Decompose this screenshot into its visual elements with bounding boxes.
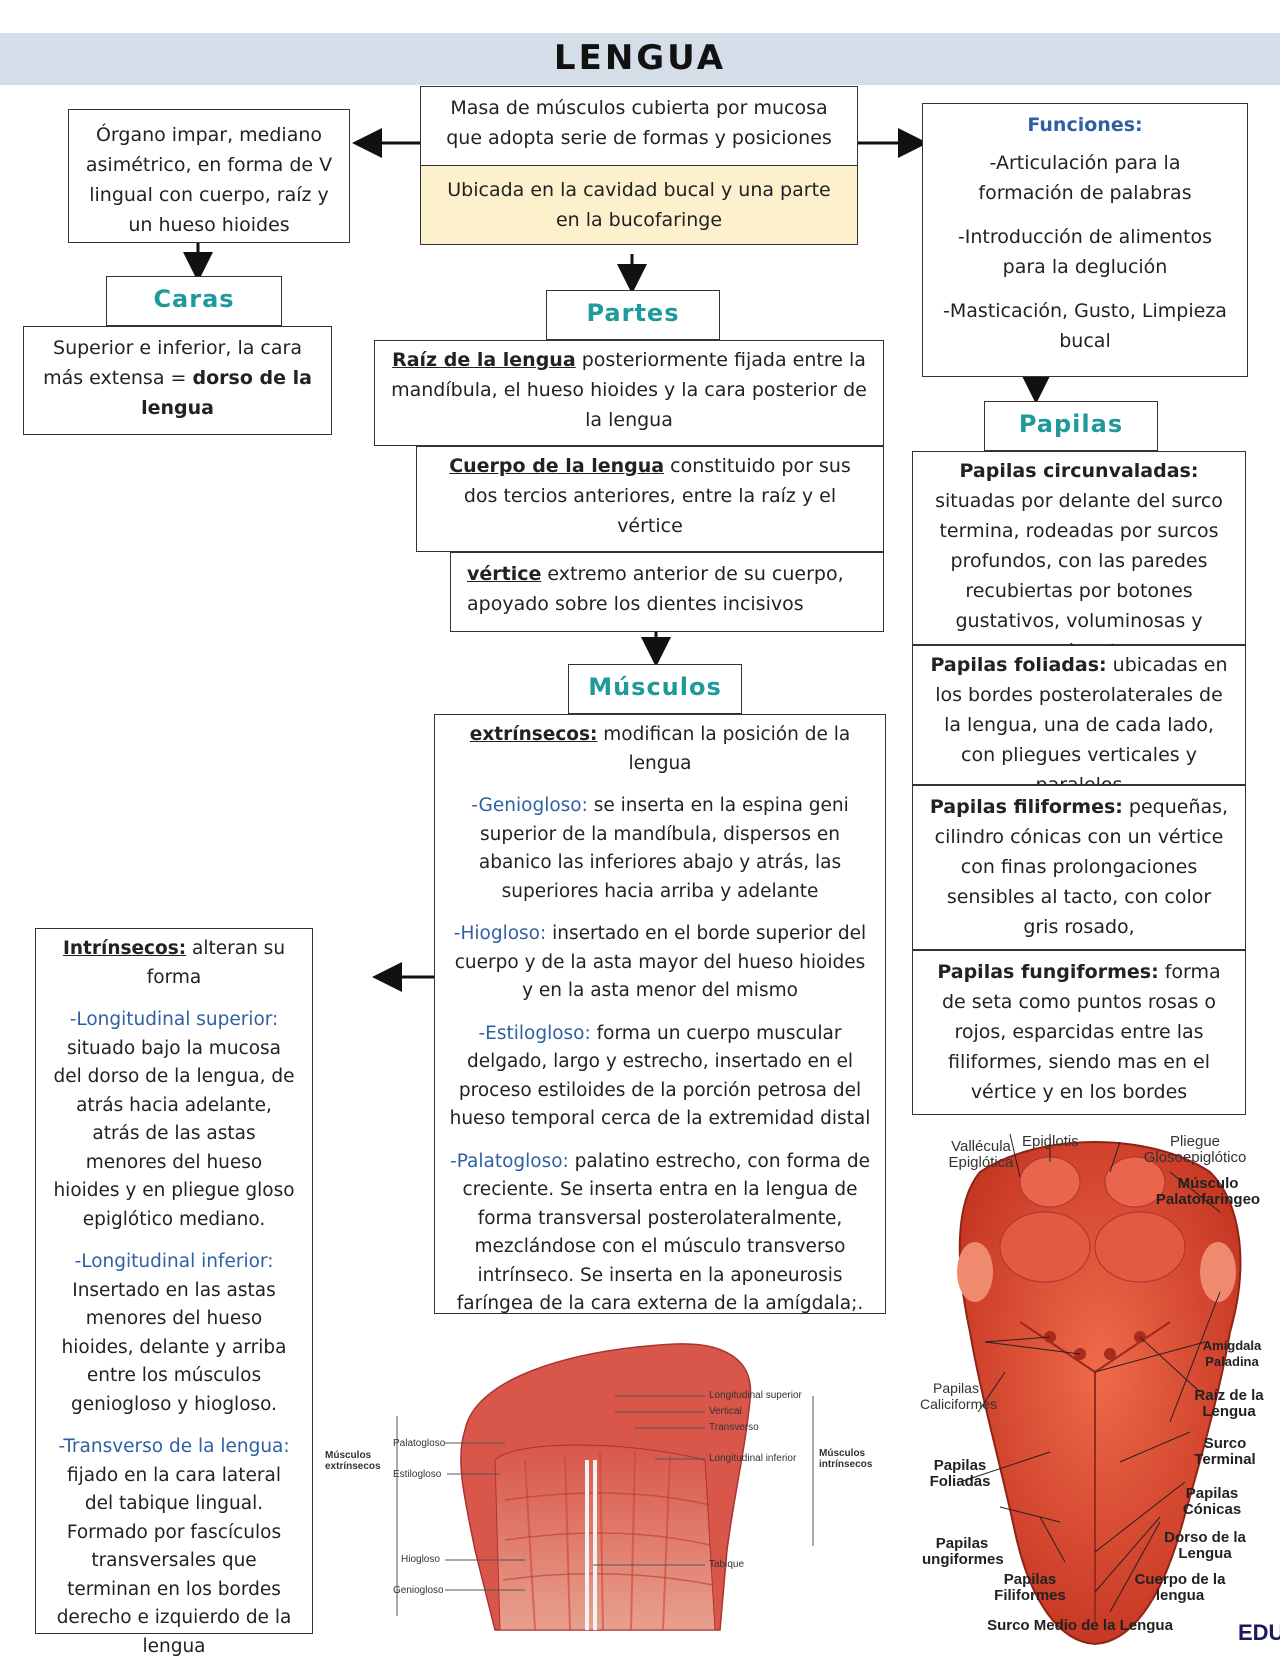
fig-tongue-label: Músculo Palatofaringeo <box>1152 1176 1264 1208</box>
fig-tongue-label: Pliegue Glosoepiglótico <box>1130 1134 1260 1166</box>
papila-foliadas-box: Papilas foliadas: ubicadas en los bordes… <box>912 645 1246 785</box>
fig-group-right: Músculos intrínsecos <box>819 1448 889 1470</box>
papila-term: Papilas fungiformes: <box>937 961 1158 983</box>
vertice-term: vértice <box>467 563 541 585</box>
functions-heading: Funciones: <box>939 110 1231 140</box>
partes-label: Partes <box>546 290 720 340</box>
fig-group-left: Músculos extrínsecos <box>325 1450 385 1472</box>
function-item: -Masticación, Gusto, Limpieza bucal <box>939 296 1231 356</box>
papilas-label: Papilas <box>984 401 1158 451</box>
fig-tongue-label: Papilas Caliciformes <box>920 1380 992 1412</box>
fig-right-label: Transverso <box>709 1422 759 1433</box>
page-title: LENGUA <box>0 38 1280 78</box>
caras-label: Caras <box>106 276 282 326</box>
fig-tongue-label: Papilas ungiformes <box>922 1536 1002 1568</box>
definition-text: Masa de músculos cubierta por mucosa que… <box>446 97 832 149</box>
organ-text: Órgano impar, mediano asimétrico, en for… <box>86 124 332 236</box>
muscle-name: -Estilogloso: <box>478 1023 590 1044</box>
raiz-term: Raíz de la lengua <box>392 349 576 371</box>
extrinsecos-text: modifican la posición de la lengua <box>597 724 850 774</box>
fig-right-label: Tabique <box>709 1559 744 1570</box>
papila-fungiformes-box: Papilas fungiformes: forma de seta como … <box>912 950 1246 1115</box>
muscle-text: palatino estrecho, con forma de crecient… <box>457 1151 870 1315</box>
intrinsic-name: -Longitudinal inferior: <box>50 1248 298 1277</box>
intrinsecos-term: Intrínsecos: <box>63 938 186 959</box>
papila-filiformes-box: Papilas filiformes: pequeñas, cilindro c… <box>912 785 1246 950</box>
fig-tongue-label: Epiglotis <box>1022 1134 1079 1150</box>
muscle-cross-section-figure: Palatogloso Estilogloso Hiogloso Geniogl… <box>325 1340 915 1640</box>
fig-right-label: Vertical <box>709 1406 742 1417</box>
function-item: -Articulación para la formación de palab… <box>939 148 1231 208</box>
intrinsic-text: Insertado en las astas menores del hueso… <box>50 1277 298 1420</box>
extrinsecos-box: extrínsecos: modifican la posición de la… <box>434 714 886 1314</box>
functions-box: Funciones: -Articulación para la formaci… <box>922 103 1248 377</box>
caras-box: Superior e inferior, la cara más extensa… <box>23 326 332 435</box>
fig-left-label: Palatogloso <box>393 1438 445 1449</box>
papila-term: Papilas circunvaladas: <box>960 460 1199 482</box>
fig-left-label: Geniogloso <box>393 1585 444 1596</box>
fig-left-label: Estilogloso <box>393 1469 441 1480</box>
fig-tongue-label: Papilas Foliadas <box>924 1458 996 1490</box>
fig-tongue-label: Cuerpo de la lengua <box>1130 1572 1230 1604</box>
papila-term: Papilas filiformes: <box>930 796 1123 818</box>
papila-text: situadas por delante del surco termina, … <box>935 490 1223 662</box>
location-box: Ubicada en la cavidad bucal y una parte … <box>420 165 858 245</box>
muscle-name: -Geniogloso: <box>471 795 588 816</box>
organ-box: Órgano impar, mediano asimétrico, en for… <box>68 109 350 243</box>
fig-tongue-label: Surco Medio de la Lengua <box>980 1618 1180 1634</box>
musculos-label: Músculos <box>568 664 742 714</box>
intrinsic-name: -Longitudinal superior: <box>50 1006 298 1035</box>
muscle-name: -Hiogloso: <box>454 923 546 944</box>
definition-box: Masa de músculos cubierta por mucosa que… <box>420 86 858 166</box>
location-text: Ubicada en la cavidad bucal y una parte … <box>447 179 830 231</box>
intrinsic-text: situado bajo la mucosa del dorso de la l… <box>50 1035 298 1235</box>
fig-right-label: Longitudinal inferior <box>709 1453 796 1464</box>
fig-left-label: Hiogloso <box>401 1554 440 1565</box>
fig-tongue-label: Vallécula Epiglótica <box>936 1139 1026 1171</box>
intrinsic-text: fijado en la cara lateral del tabique li… <box>50 1462 298 1661</box>
intrinsic-name: -Transverso de la lengua: <box>50 1433 298 1462</box>
watermark-logo: EDU <box>1238 1620 1280 1646</box>
tongue-dorsal-figure: Vallécula Epiglótica Epiglotis Pliegue G… <box>920 1132 1280 1656</box>
fig-tongue-label: Surco Terminal <box>1182 1436 1268 1468</box>
fig-tongue-label: Raíz de la Lengua <box>1186 1388 1272 1420</box>
fig-right-label: Longitudinal superior <box>709 1390 802 1401</box>
function-item: -Introducción de alimentos para la deglu… <box>939 222 1231 282</box>
cuerpo-term: Cuerpo de la lengua <box>449 455 664 477</box>
papila-term: Papilas foliadas: <box>931 654 1107 676</box>
cuerpo-box: Cuerpo de la lengua constituido por sus … <box>416 446 884 552</box>
fig-tongue-label: Papilas Filiformes <box>990 1572 1070 1604</box>
muscle-name: -Palatogloso: <box>450 1151 569 1172</box>
fig-tongue-label: Amígdala Paladina <box>1202 1338 1262 1370</box>
fig-tongue-label: Dorso de la Lengua <box>1160 1530 1250 1562</box>
fig-tongue-label: Papilas Cónicas <box>1172 1486 1252 1518</box>
vertice-box: vértice extremo anterior de su cuerpo, a… <box>450 552 884 632</box>
intrinsecos-box: Intrínsecos: alteran su forma -Longitudi… <box>35 928 313 1634</box>
papila-circunvaladas-box: Papilas circunvaladas: situadas por dela… <box>912 451 1246 645</box>
raiz-box: Raíz de la lengua posteriormente fijada … <box>374 340 884 446</box>
extrinsecos-term: extrínsecos: <box>470 724 598 745</box>
